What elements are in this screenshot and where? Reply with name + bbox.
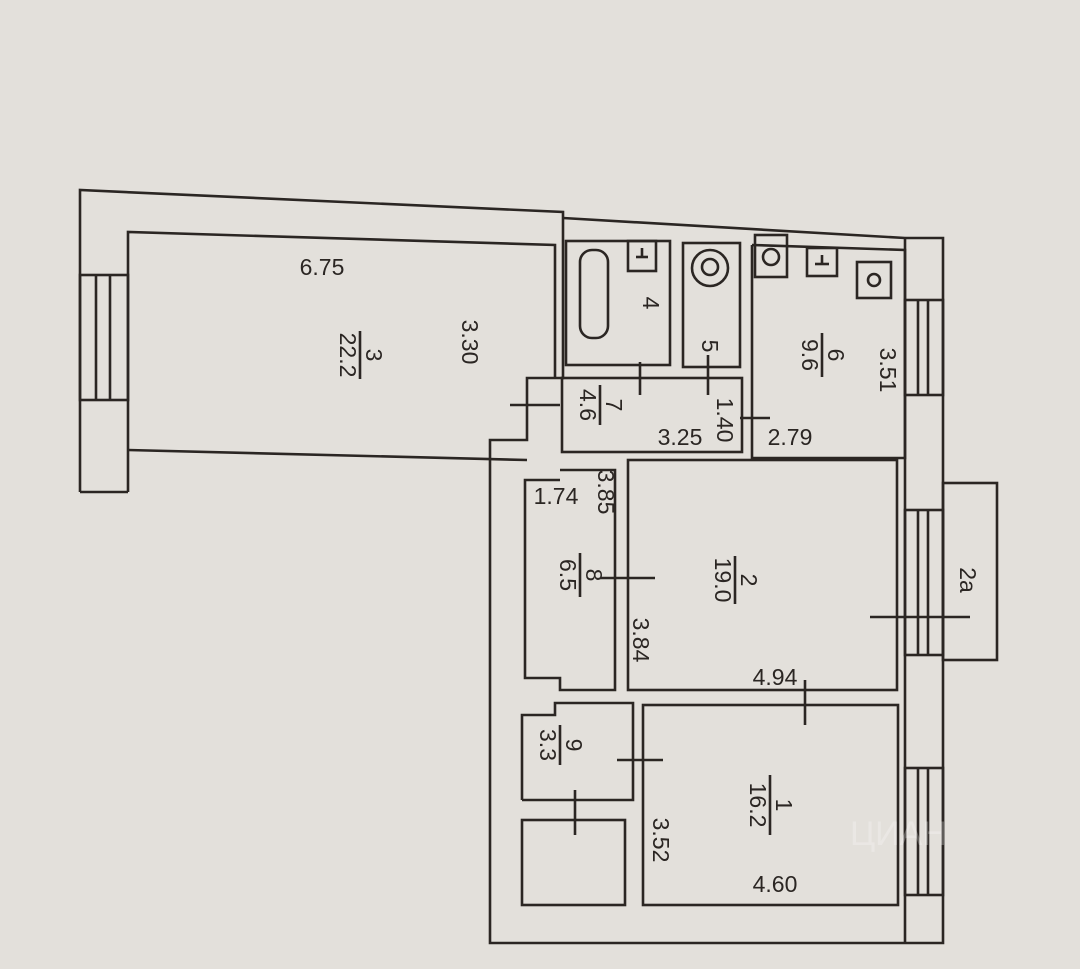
- room-2-number: 2: [736, 574, 762, 587]
- dim-3.51: 3.51: [875, 348, 901, 393]
- dim-3.30: 3.30: [457, 320, 483, 365]
- room-9-area: 3.3: [535, 729, 561, 761]
- dim-4.94: 4.94: [753, 664, 798, 690]
- dim-2.79: 2.79: [768, 424, 813, 450]
- windows-right: [903, 298, 945, 897]
- dim-4.60: 4.60: [753, 871, 798, 897]
- dim-3.85: 3.85: [593, 470, 619, 515]
- balcony-2a: [941, 481, 999, 662]
- room-5-number: 5: [697, 340, 723, 353]
- room-4-number: 4: [638, 297, 664, 310]
- dim-1.40: 1.40: [712, 398, 738, 443]
- watermark: ЦИАН: [850, 815, 947, 853]
- room-3-area: 22.2: [335, 333, 361, 378]
- dim-6.75: 6.75: [300, 254, 345, 280]
- dim-3.52: 3.52: [648, 818, 674, 863]
- room-6-number: 6: [823, 349, 849, 362]
- room-9-number: 9: [561, 739, 587, 752]
- dim-1.74: 1.74: [534, 483, 579, 509]
- room-3-number: 3: [361, 349, 387, 362]
- room-8-number: 8: [581, 569, 607, 582]
- window-left: [78, 273, 130, 402]
- room-2a-number: 2a: [955, 567, 981, 593]
- room-1-number: 1: [771, 799, 797, 812]
- dim-3.25: 3.25: [658, 424, 703, 450]
- room-2-area: 19.0: [710, 558, 736, 603]
- room-1-area: 16.2: [745, 783, 771, 828]
- walls: [78, 188, 999, 945]
- room-6-area: 9.6: [797, 339, 823, 371]
- dim-3.84: 3.84: [628, 618, 654, 663]
- room-7-number: 7: [601, 399, 627, 412]
- room-8-area: 6.5: [555, 559, 581, 591]
- room-7-area: 4.6: [575, 389, 601, 421]
- labels: 6.75 3 22.2 3.30 4 5 6 9.6 3.51 7 4.6 3.…: [300, 254, 981, 897]
